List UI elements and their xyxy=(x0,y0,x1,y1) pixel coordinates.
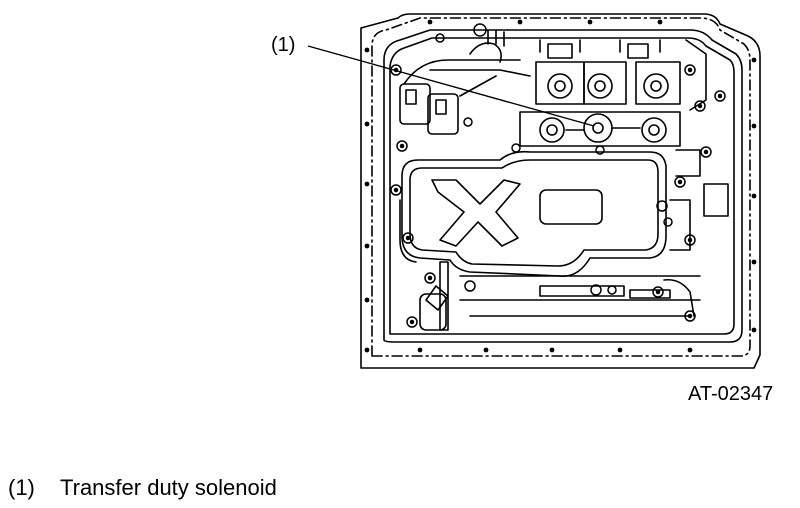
transfer-duty-solenoid xyxy=(583,113,613,143)
flange-dashdot-line xyxy=(371,17,751,357)
valve-plate-inner xyxy=(389,37,735,335)
oil-strainer-outline xyxy=(401,150,667,277)
legend-text: Transfer duty solenoid xyxy=(60,475,277,500)
figure-id: AT-02347 xyxy=(688,383,774,405)
callout-label: (1) xyxy=(271,34,296,56)
right-side-details xyxy=(669,39,729,251)
bolts xyxy=(390,23,726,328)
housing-outline xyxy=(360,13,761,369)
lower-solenoids xyxy=(519,111,681,147)
strainer-window xyxy=(539,189,603,225)
valve-plate-outline xyxy=(383,29,743,343)
oil-strainer-inner xyxy=(409,159,659,267)
upper-solenoids xyxy=(535,39,681,105)
legend-item: (1) Transfer duty solenoid xyxy=(8,475,277,501)
lower-valves xyxy=(399,199,701,331)
flange-holes xyxy=(364,19,757,353)
strainer-x-boss xyxy=(431,179,521,247)
callout-leader-line xyxy=(307,45,595,127)
legend-number: (1) xyxy=(8,475,35,500)
connector-harness xyxy=(399,29,531,135)
